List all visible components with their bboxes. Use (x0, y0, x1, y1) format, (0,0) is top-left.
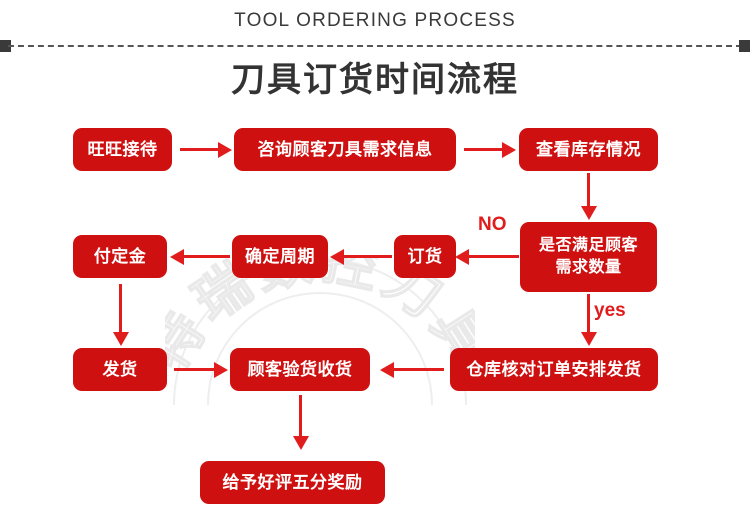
arrow-n4-to-n10 (580, 294, 597, 346)
divider-cap-right (739, 40, 750, 52)
arrow-n10-to-n9 (380, 361, 444, 378)
arrow-n6-to-n7 (170, 248, 230, 265)
node-consult-customer-requirements[interactable]: 咨询顾客刀具需求信息 (234, 128, 456, 171)
arrow-n2-to-n3 (464, 141, 516, 158)
arrow-n4-to-n5 (455, 248, 519, 265)
node-pay-deposit[interactable]: 付定金 (73, 235, 167, 278)
divider-cap-left (0, 40, 11, 52)
arrow-n8-to-n9 (174, 361, 228, 378)
page-subtitle-english: TOOL ORDERING PROCESS (234, 10, 516, 31)
arrow-n1-to-n2 (180, 141, 232, 158)
edge-label-no: NO (478, 214, 507, 235)
node-wangwang-reception[interactable]: 旺旺接待 (73, 128, 172, 171)
node-give-five-star-review-reward[interactable]: 给予好评五分奖励 (200, 461, 385, 504)
arrow-n9-to-n11 (292, 395, 309, 450)
header-divider (0, 40, 750, 52)
node-customer-inspect-receive[interactable]: 顾客验货收货 (230, 348, 370, 391)
arrow-n7-to-n8 (112, 284, 129, 346)
node-place-order[interactable]: 订货 (394, 235, 456, 278)
node-confirm-cycle[interactable]: 确定周期 (232, 235, 328, 278)
node-check-inventory[interactable]: 查看库存情况 (519, 128, 658, 171)
arrow-n3-to-n4 (580, 173, 597, 220)
node-decision-meets-customer-demand[interactable]: 是否满足顾客 需求数量 (520, 222, 657, 292)
node-warehouse-verify-arrange-shipment[interactable]: 仓库核对订单安排发货 (450, 348, 658, 391)
divider-dashed-line (8, 45, 742, 47)
edge-label-yes: yes (594, 300, 626, 321)
arrow-n5-to-n6 (330, 248, 392, 265)
node-ship-goods[interactable]: 发货 (73, 348, 167, 391)
page-title: 刀具订货时间流程 (231, 61, 519, 99)
